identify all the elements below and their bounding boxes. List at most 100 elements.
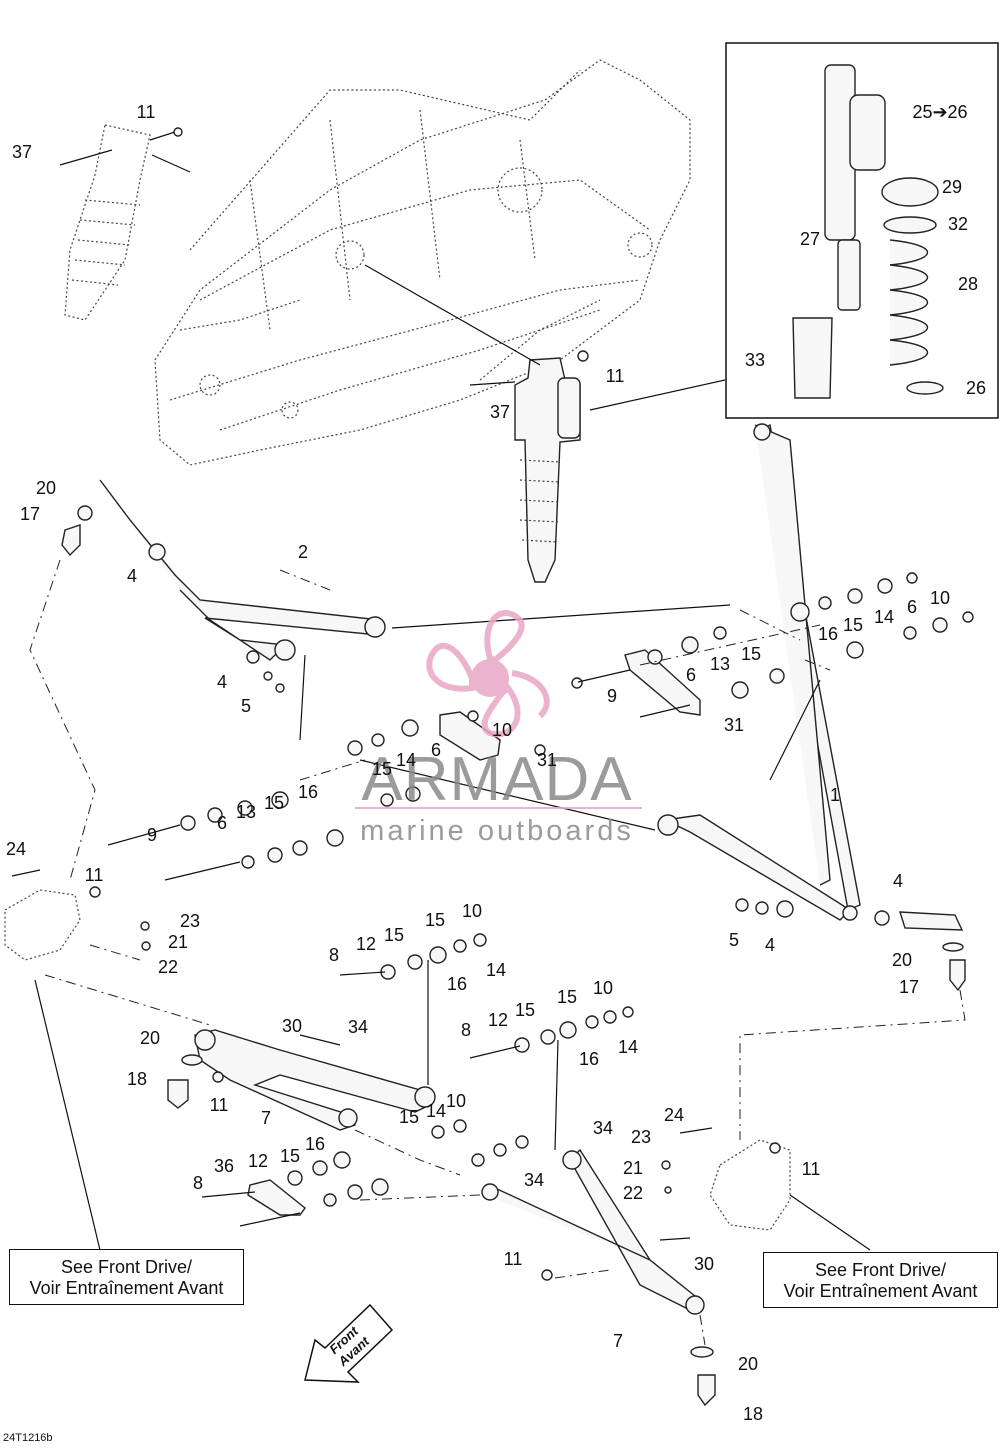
callout-34: 34 <box>593 1118 613 1138</box>
callout-15: 15 <box>372 759 392 779</box>
callout-21: 21 <box>168 932 188 952</box>
watermark-brand: ARMADA <box>361 745 632 814</box>
reference-left-line2: Voir Entraînement Avant <box>29 1278 224 1298</box>
callout-10: 10 <box>593 978 613 998</box>
upper-a-arms <box>99 423 861 921</box>
callout-6: 6 <box>217 813 227 833</box>
callout-14: 14 <box>396 750 416 770</box>
callout-34: 34 <box>524 1170 544 1190</box>
reference-front-drive-left: See Front Drive/ Voir Entraînement Avant <box>9 1249 244 1305</box>
callout-15: 15 <box>384 925 404 945</box>
shock-detail-box <box>589 42 999 419</box>
callout-25-26: 25➔26 <box>912 102 967 122</box>
callout-5: 5 <box>241 696 251 716</box>
callout-26: 26 <box>966 378 986 398</box>
callout-36: 36 <box>214 1156 234 1176</box>
callout-16: 16 <box>447 974 467 994</box>
callout-13: 13 <box>710 654 730 674</box>
callout-8: 8 <box>193 1173 203 1193</box>
callout-31: 31 <box>724 715 744 735</box>
callout-16: 16 <box>579 1049 599 1069</box>
reference-right-line1: See Front Drive/ <box>814 1260 947 1280</box>
callout-24: 24 <box>664 1105 684 1125</box>
vehicle-frame <box>154 59 691 466</box>
callout-15: 15 <box>741 644 761 664</box>
ball-joints-and-rings <box>61 505 966 1407</box>
callout-37: 37 <box>12 142 32 162</box>
reference-front-drive-right: See Front Drive/ Voir Entraînement Avant <box>763 1252 998 1308</box>
callout-16: 16 <box>305 1134 325 1154</box>
watermark-tagline: marine outboards <box>360 815 634 847</box>
callout-14: 14 <box>618 1037 638 1057</box>
callout-11: 11 <box>85 865 104 885</box>
callout-22: 22 <box>623 1183 643 1203</box>
callout-11: 11 <box>606 366 625 386</box>
callout-14: 14 <box>486 960 506 980</box>
upper-left-bushings <box>107 710 546 881</box>
callout-27: 27 <box>800 229 820 249</box>
callout-21: 21 <box>623 1158 643 1178</box>
callout-20: 20 <box>36 478 56 498</box>
callout-11: 11 <box>137 102 156 122</box>
part-callouts: 113725➔262927322833261137201742451061415… <box>6 102 986 1424</box>
callout-7: 7 <box>613 1331 623 1351</box>
callout-4: 4 <box>127 566 137 586</box>
reference-left-line1: See Front Drive/ <box>60 1257 193 1277</box>
callout-6: 6 <box>907 597 917 617</box>
callout-14: 14 <box>426 1101 446 1121</box>
callout-9: 9 <box>607 686 617 706</box>
callout-8: 8 <box>329 945 339 965</box>
callout-24: 24 <box>6 839 26 859</box>
callout-15: 15 <box>515 1000 535 1020</box>
callout-15: 15 <box>280 1146 300 1166</box>
assembly-dash-lines <box>29 559 966 1346</box>
callout-30: 30 <box>282 1016 302 1036</box>
callout-15: 15 <box>264 793 284 813</box>
callout-30: 30 <box>694 1254 714 1274</box>
callout-6: 6 <box>686 665 696 685</box>
callout-2: 2 <box>298 542 308 562</box>
callout-10: 10 <box>492 720 512 740</box>
propeller-logo-icon <box>426 610 550 738</box>
callout-13: 13 <box>236 802 256 822</box>
callout-29: 29 <box>942 177 962 197</box>
callout-20: 20 <box>892 950 912 970</box>
callout-1: 1 <box>830 785 840 805</box>
callout-8: 8 <box>461 1020 471 1040</box>
callout-5: 5 <box>729 930 739 950</box>
lower-a-arms <box>194 1029 705 1315</box>
callout-17: 17 <box>20 504 40 524</box>
front-shock-absorber <box>364 264 589 583</box>
upper-right-bushings <box>571 572 974 718</box>
callout-10: 10 <box>462 901 482 921</box>
callout-4: 4 <box>765 935 775 955</box>
front-direction-arrow: Front Avant <box>304 1303 394 1383</box>
callout-12: 12 <box>248 1151 268 1171</box>
callout-6: 6 <box>431 740 441 760</box>
callout-16: 16 <box>298 782 318 802</box>
callout-15: 15 <box>425 910 445 930</box>
callout-10: 10 <box>446 1091 466 1111</box>
callout-28: 28 <box>958 274 978 294</box>
callout-16: 16 <box>818 624 838 644</box>
callout-11: 11 <box>210 1095 229 1115</box>
left-shock-absorber-ghost <box>59 124 191 321</box>
callout-23: 23 <box>631 1127 651 1147</box>
callout-32: 32 <box>948 214 968 234</box>
callout-37: 37 <box>490 402 510 422</box>
armada-watermark: ARMADA marine outboards <box>355 610 642 847</box>
callout-12: 12 <box>488 1010 508 1030</box>
callout-11: 11 <box>504 1249 523 1269</box>
callout-4: 4 <box>217 672 227 692</box>
callout-20: 20 <box>140 1028 160 1048</box>
callout-10: 10 <box>930 588 950 608</box>
callout-9: 9 <box>147 825 157 845</box>
callout-14: 14 <box>874 607 894 627</box>
callout-11: 11 <box>802 1159 821 1179</box>
drawing-code: 24T1216b <box>3 1432 53 1444</box>
callout-22: 22 <box>158 957 178 977</box>
callout-31: 31 <box>537 750 557 770</box>
callout-23: 23 <box>180 911 200 931</box>
callout-7: 7 <box>261 1108 271 1128</box>
